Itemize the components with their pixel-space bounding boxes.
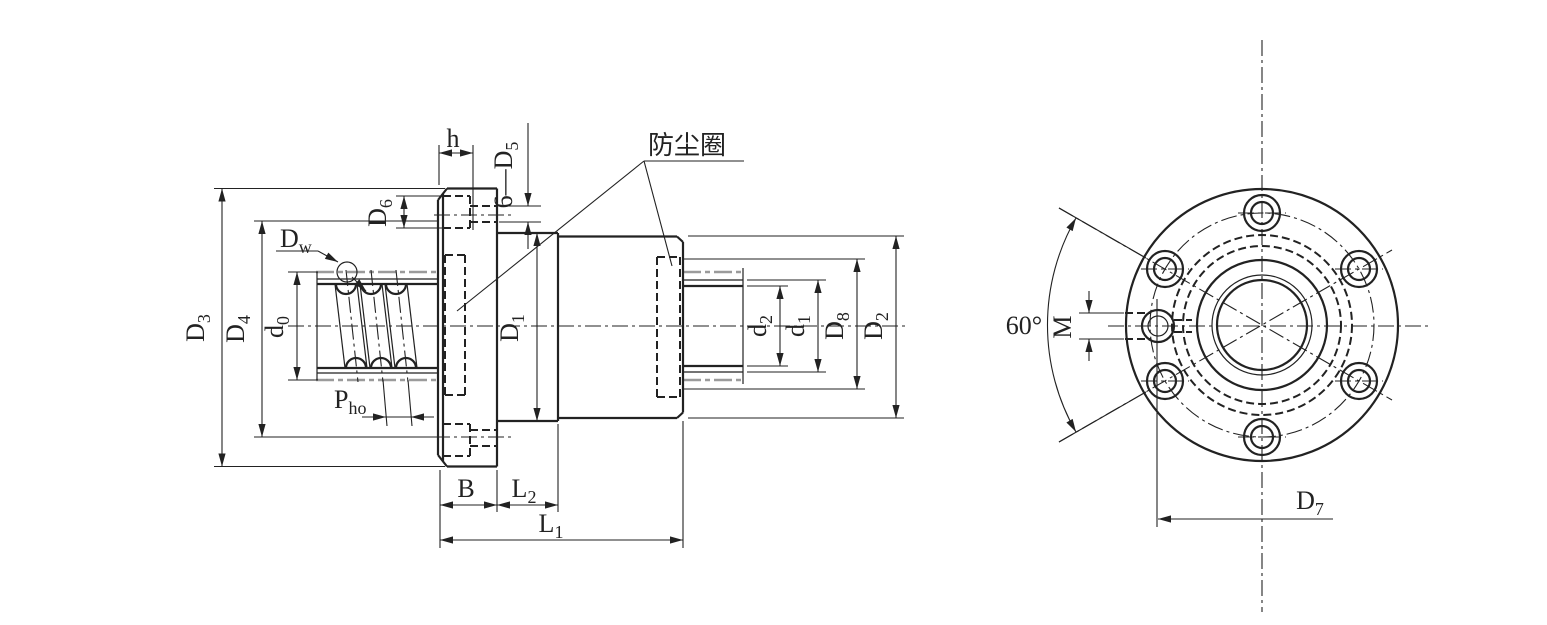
dust-ring-label: 防尘圈 (648, 131, 726, 160)
grease-hole-outer (1140, 308, 1176, 344)
grease-hole-inner (1147, 315, 1169, 337)
bore-chamfer-circle (1211, 274, 1313, 376)
bore-circle (1215, 278, 1309, 372)
dim-label-M: M (1048, 315, 1077, 338)
bolt-hole (1238, 193, 1286, 233)
dim-D1: D1 (495, 233, 541, 421)
dim-label-B: B (457, 474, 474, 503)
bolt-hole (1335, 361, 1383, 401)
bolt-hole (1141, 249, 1189, 289)
dim-D7: D7 (1156, 299, 1333, 527)
ball-circle (336, 261, 358, 283)
dim-label-D8: D8 (820, 312, 853, 340)
dim-label-D2: D2 (859, 312, 892, 340)
grease-port-M (1125, 308, 1192, 344)
dim-Dw: Dw (276, 224, 367, 292)
dim-label-6-D5: 6—D5 (489, 142, 522, 209)
dim-label-60deg: 60° (1006, 311, 1042, 340)
flange-outer-circle (1124, 187, 1400, 463)
screw-stub-right (683, 268, 744, 384)
dim-M: M (1048, 291, 1124, 361)
dim-label-D3: D3 (181, 314, 214, 342)
bolt-hole (1335, 249, 1383, 289)
dim-label-D6: D6 (363, 199, 396, 227)
bolt-circle (1149, 212, 1375, 438)
front-view-centerlines (1058, 40, 1432, 612)
dim-D2: D2 (688, 235, 904, 419)
bolt-hole (1238, 417, 1286, 457)
dim-label-D4: D4 (221, 315, 254, 343)
dim-h: h (438, 124, 474, 230)
dust-ring-callout: 防尘圈 (456, 131, 744, 312)
dim-label-d0: d0 (260, 316, 293, 338)
nut-body-section (497, 231, 685, 423)
dim-D3: D3 (181, 187, 445, 468)
dim-label-L1: L1 (539, 509, 564, 542)
dim-label-d2: d2 (743, 315, 776, 337)
dim-angle-60: 60° (1006, 207, 1147, 443)
dim-D6: D6 (363, 195, 448, 229)
front-flange-view: 60° M D7 (1006, 40, 1432, 612)
dust-ring-grooves-hidden (444, 254, 681, 398)
dim-label-D1: D1 (495, 314, 528, 342)
bolt-hole (1141, 361, 1189, 401)
face-recess-circle (1195, 258, 1329, 392)
body-hidden-circle (1171, 234, 1353, 416)
dim-d2: d2 (743, 285, 788, 367)
dim-6-D5: 6—D5 (489, 123, 541, 249)
dim-label-D7: D7 (1296, 486, 1324, 519)
dim-D8: D8 (684, 258, 865, 390)
bolt-holes (1141, 193, 1383, 457)
dim-label-d1: d1 (781, 315, 814, 337)
screw-thread-section (316, 261, 437, 383)
dim-Pho: Pho (334, 379, 434, 427)
side-section-view: D3 D4 d0 Dw Ph (181, 123, 908, 548)
dim-label-Dw: Dw (280, 224, 312, 257)
spigot-hidden-circle (1182, 245, 1342, 405)
flange-circles (1124, 187, 1400, 463)
dim-d1: d1 (747, 279, 826, 373)
dim-label-h: h (447, 124, 460, 153)
dim-D4: D4 (221, 220, 437, 438)
dim-B-L2-L1: B L2 L1 (439, 421, 684, 548)
dim-d0: d0 (260, 271, 318, 381)
dim-label-L2: L2 (512, 474, 537, 507)
dim-label-Pho: Pho (334, 385, 366, 418)
flange-bolt-holes-hidden (434, 195, 512, 457)
